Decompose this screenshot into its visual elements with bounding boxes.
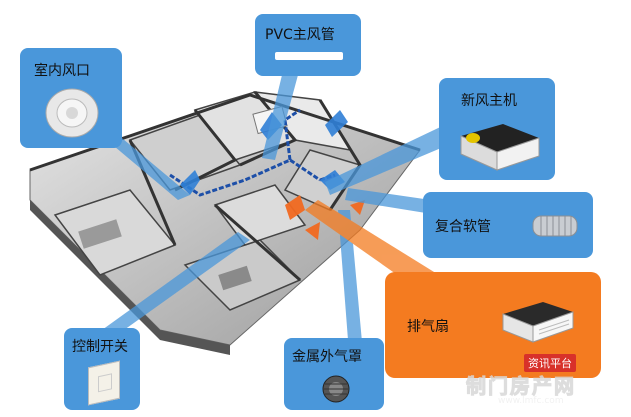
table <box>218 265 252 291</box>
callout-flex-duct: 复合软管 <box>423 192 593 258</box>
beam-pvc-duct <box>262 75 298 160</box>
pvc-pipe-icon <box>275 52 343 60</box>
callout-indoor-vent: 室内风口 <box>20 48 122 148</box>
wall-switch-icon <box>88 360 120 406</box>
callout-metal-hood: 金属外气罩 <box>284 338 384 410</box>
fresh-air-unit-label: 新风主机 <box>461 93 517 109</box>
sofa <box>78 219 122 249</box>
pvc-duct-label: PVC主风管 <box>265 27 335 43</box>
watermark: 资讯平台 制门房产网 www.lmfc.com <box>462 352 622 412</box>
round-vent-icon <box>45 88 99 138</box>
indoor-vent-label: 室内风口 <box>34 63 90 79</box>
watermark-badge: 资讯平台 <box>524 354 576 372</box>
flexible-hose-icon <box>532 215 578 237</box>
callout-pvc-duct: PVC主风管 <box>255 14 361 76</box>
ventilation-unit-icon <box>460 124 540 171</box>
exhaust-fan-label: 排气扇 <box>407 319 449 335</box>
exhaust-fan-icon <box>502 302 574 343</box>
callout-fresh-air-unit: 新风主机 <box>439 78 555 180</box>
watermark-url: www.lmfc.com <box>498 396 564 406</box>
beam-fresh-air-unit <box>325 120 460 195</box>
flex-duct-label: 复合软管 <box>435 219 491 235</box>
control-switch-label: 控制开关 <box>72 339 128 355</box>
beam-metal-hood <box>338 210 362 342</box>
beam-control-switch <box>95 232 250 340</box>
airflow-arrows-orange <box>285 195 365 240</box>
watermark-brand: 制门房产网 <box>466 374 576 399</box>
room-study <box>213 184 307 246</box>
callout-control-switch: 控制开关 <box>64 328 140 410</box>
metal-hood-label: 金属外气罩 <box>292 349 362 365</box>
metal-vent-hood-icon <box>322 375 350 403</box>
